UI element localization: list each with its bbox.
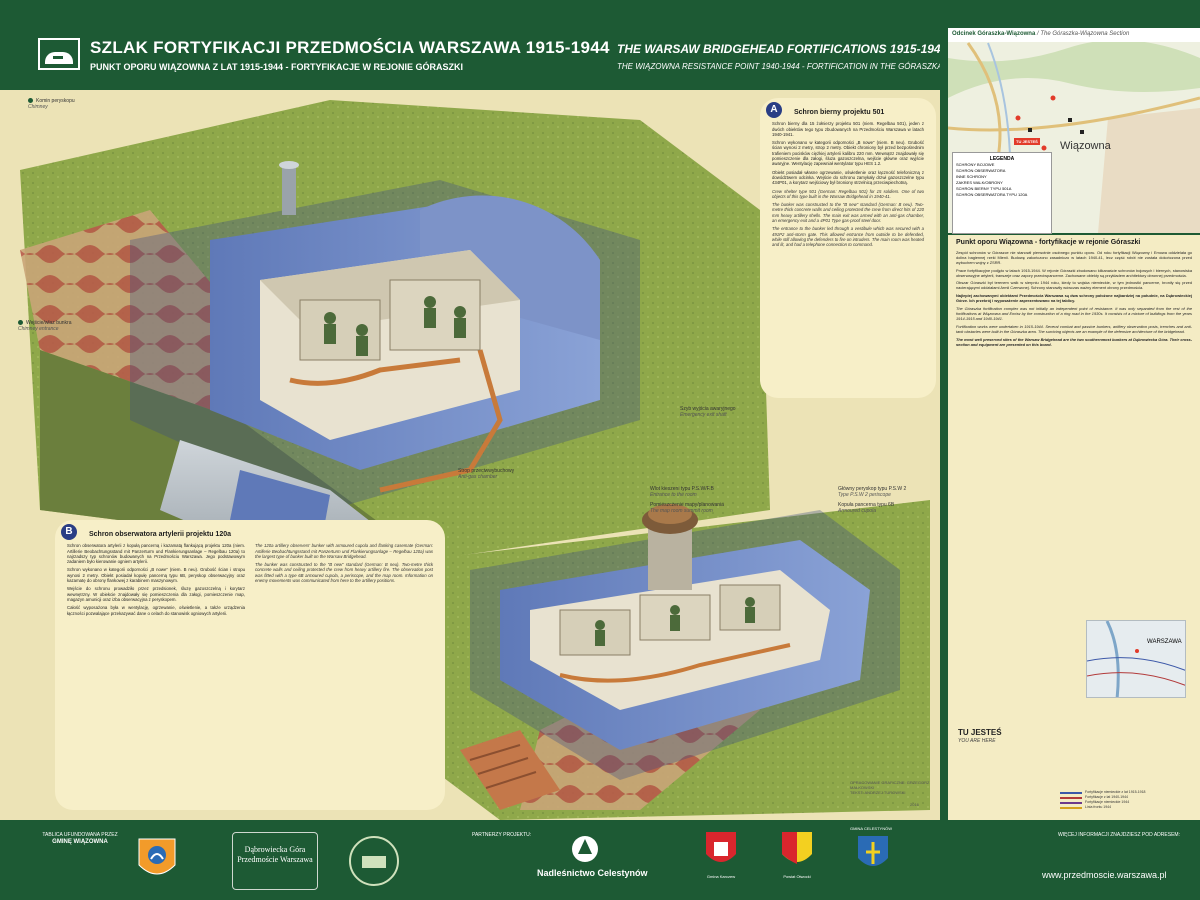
resistance-point-text: Punkt oporu Wiązowna - fortyfikacje w re… <box>948 235 1200 820</box>
callout-chimney: Komin peryskopu Chimney <box>28 98 75 110</box>
section-a-paragraph: Schron bierny dla 15 żołnierzy projektu … <box>772 121 924 137</box>
nadlesnictwo-label: Nadleśnictwo Celestynów <box>537 868 648 878</box>
fortification-legend: Fortyfikacje niemieckie z lat 1915-1918 … <box>1060 790 1192 810</box>
callout-emergency-exit: Szyb wyjścia awaryjnego Emergency exit s… <box>680 406 736 418</box>
section-a-badge: A <box>766 102 782 118</box>
map-town-label: Wiązowna <box>1060 140 1111 152</box>
section-b-paragraph: Wejście do schronu prowadziło przez prze… <box>67 586 245 602</box>
section-b-paragraph: Całość wyposażona była w wentylację, ogr… <box>67 605 245 616</box>
section-a-paragraph: Obiekt posiadał własne ogrzewanie, oświe… <box>772 169 924 186</box>
section-a-paragraph-en: The bunker was constructed to the “B new… <box>772 202 924 224</box>
panel-paragraph: Obszar Góraszki był terenem walk w sierp… <box>956 280 1192 291</box>
fortress-badge-icon <box>349 836 399 886</box>
marker-dot-icon <box>28 98 33 104</box>
legend-item: SCHRON OBSERWATORA TYPU 120A <box>956 192 1028 197</box>
legend-row: Fortyfikacje z lat 1940-1944 <box>1060 795 1192 800</box>
section-a-textbox: A Schron bierny projektu 501 Schron bier… <box>760 98 936 398</box>
section-b-textbox: B Schron obserwatora artylerii projektu … <box>55 520 445 810</box>
page-title-en: THE WARSAW BRIDGEHEAD FORTIFICATIONS 191… <box>617 42 948 56</box>
section-a-paragraph: Schron wykonano w kategorii odporności „… <box>772 140 924 167</box>
celestynow-label: GMINA CELESTYNÓW <box>849 826 892 831</box>
legend-item: INNE SCHRONY <box>956 174 987 179</box>
panel-paragraph: Zespół schronów w Góraszce nie stanowił … <box>956 249 1192 265</box>
website-link[interactable]: www.przedmoscie.warszawa.pl <box>1042 870 1167 880</box>
section-b-badge: B <box>61 524 77 540</box>
more-info-label: WIĘCEJ INFORMACJI ZNAJDZIESZ POD ADRESEM… <box>1058 832 1180 838</box>
footer: TABLICA UFUNDOWANA PRZEZ GMINĘ WIĄZOWNA … <box>0 820 1200 900</box>
celestynow-crest-icon <box>858 836 888 866</box>
otwock-crest-icon <box>782 832 812 864</box>
bunker-a-structure <box>130 161 640 570</box>
section-a-title: Schron bierny projektu 501 <box>794 109 885 116</box>
panel-paragraph-en: Fortification works were undertaken in 1… <box>956 323 1192 334</box>
callout-anti-gas: Strop przeciwwybuchowy Anti-gas chamber <box>458 468 515 480</box>
panel-paragraph-en: The Góraszka fortification complex was n… <box>956 306 1192 321</box>
marker-dot-icon <box>18 320 23 326</box>
main-illustration-area: Komin peryskopu Chimney Wejście/właz bun… <box>0 90 940 820</box>
header-banner: SZLAK FORTYFIKACJI PRZEDMOŚCIA WARSZAWA … <box>0 0 966 90</box>
legend-row: Fortyfikacje niemieckie z lat 1915-1918 <box>1060 790 1192 795</box>
legend-title: LEGENDA <box>989 156 1015 162</box>
map-legend: LEGENDA SCHRONY BOJOWE SCHRON OBSERWATOR… <box>952 152 1052 234</box>
section-a-paragraph-en: Crew shelter type 501 (German: Regelbau … <box>772 188 924 199</box>
karczew-label: Gmina Karczew <box>706 874 736 879</box>
section-b-paragraph: Schron wykonano w kategorii odporności „… <box>67 567 245 584</box>
section-b-title: Schron obserwatora artylerii projektu 12… <box>89 531 231 538</box>
legend-row: Linia frontu 1944 <box>1060 805 1192 810</box>
forest-district-icon <box>572 836 598 862</box>
dabrowiecka-gora-logo: Dąbrowiecka Góra Przedmoście Warszawa <box>232 832 318 890</box>
section-b-paragraph: Schron obserwatora artylerii z kopułą pa… <box>67 543 245 565</box>
bunker-b-structure <box>460 504 900 810</box>
page-title: SZLAK FORTYFIKACJI PRZEDMOŚCIA WARSZAWA … <box>90 38 610 57</box>
otwock-label: Powiat Otwocki <box>783 874 811 879</box>
legend-item: SCHRON BIERNY TYPU 501A <box>956 186 1012 191</box>
location-map: WARSZAWA <box>1086 620 1186 698</box>
partners-label: PARTNERZY PROJEKTU: <box>472 832 532 838</box>
callout-entrance: Wejście/właz bunkra Chimney entrance <box>18 320 72 332</box>
page-subtitle: PUNKT OPORU WIĄZOWNA Z LAT 1915-1944 - F… <box>90 62 464 72</box>
wiazowna-crest-icon <box>138 838 176 875</box>
year-note: 2016 <box>910 802 919 807</box>
legend-item: SCHRON OBSERWATORA <box>956 168 1006 173</box>
credits-note: OPRACOWANIE GRAFICZNE: GRZEGORZ MAŁKOWSK… <box>850 780 930 795</box>
panel-paragraph-bold: Najlepiej zachowanymi obiektami Przedmoś… <box>956 293 1192 304</box>
section-b-paragraph-en: The 120a artillery observers' bunker wit… <box>255 543 433 559</box>
trail-logo-icon <box>38 38 80 70</box>
you-are-here-marker: TU JESTEŚ <box>1014 138 1040 145</box>
you-are-here-heading-en: YOU ARE HERE <box>958 738 996 744</box>
funded-by: TABLICA UFUNDOWANA PRZEZ GMINĘ WIĄZOWNA <box>42 832 118 845</box>
panel-paragraph-en-bold: The most well preserved sites of the War… <box>956 336 1192 347</box>
karczew-crest-icon <box>706 832 736 862</box>
legend-item: SCHRONY BOJOWE <box>956 162 995 167</box>
page-subtitle-en: THE WIĄZOWNA RESISTANCE POINT 1940-1944 … <box>617 62 966 71</box>
bunker-cutaway-illustrations <box>20 100 930 820</box>
panel-paragraph: Prace fortyfikacyjne podjęto w latach 19… <box>956 267 1192 278</box>
section-a-paragraph-en: The entrance to the bunker led through a… <box>772 226 924 248</box>
you-are-here-heading: TU JESTEŚ <box>958 728 1002 737</box>
right-panel: Odcinek Góraszka-Wiązowna / The Góraszka… <box>940 0 1200 820</box>
section-b-paragraph-en: The bunker was constructed to the “B new… <box>255 562 433 584</box>
legend-item: ZAKRES WALK/OBRONY <box>956 180 1003 185</box>
map-title: Odcinek Góraszka-Wiązowna / The Góraszka… <box>948 28 1200 42</box>
legend-row: Fortyfikacje niemieckie 1944 <box>1060 800 1192 805</box>
locmap-label: WARSZAWA <box>1147 639 1182 645</box>
panel-heading: Punkt oporu Wiązowna - fortyfikacje w re… <box>956 239 1141 246</box>
